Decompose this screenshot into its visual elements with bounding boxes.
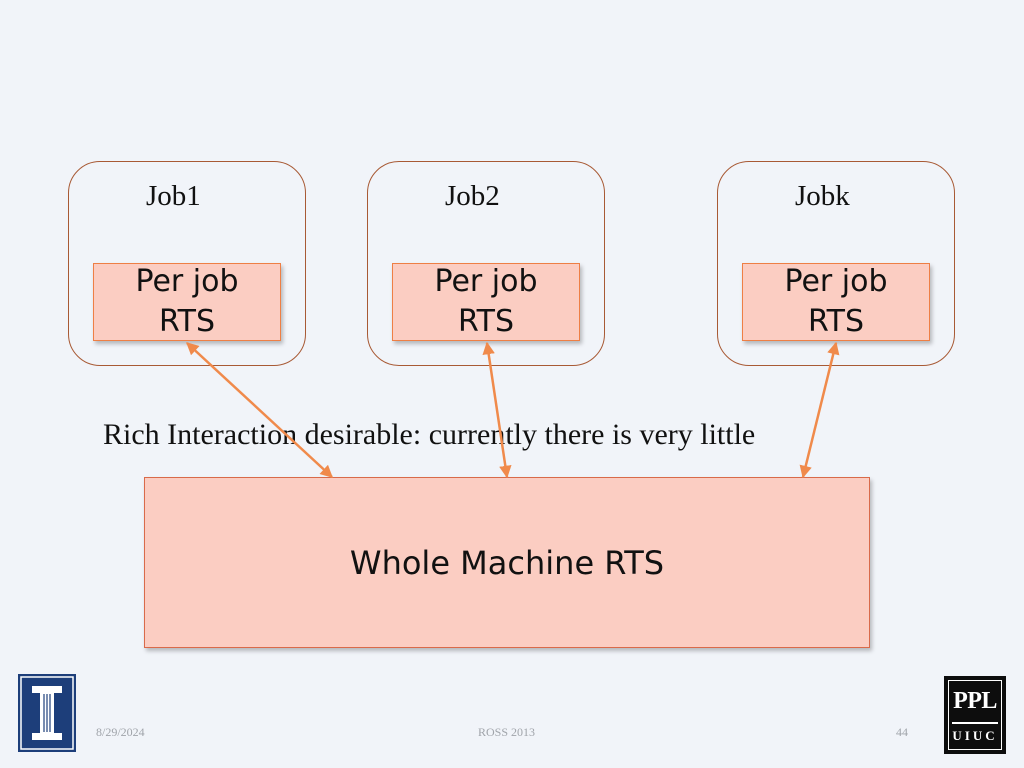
interaction-caption: Rich Interaction desirable: currently th… [103, 418, 756, 451]
rts-label-line1: Per job [784, 264, 888, 299]
per-job-rts-box-1: Per job RTS [93, 263, 281, 341]
ppl-logo-text: PPL [953, 688, 997, 714]
per-job-rts-box-2: Per job RTS [392, 263, 580, 341]
job-title-k: Jobk [795, 180, 850, 212]
rts-label-line1: Per job [135, 264, 239, 299]
footer-event: ROSS 2013 [478, 725, 536, 739]
per-job-rts-box-k: Per job RTS [742, 263, 930, 341]
ppl-logo-divider [952, 722, 998, 724]
footer-page-number: 44 [896, 725, 908, 739]
machine-label: Whole Machine RTS [349, 543, 665, 582]
footer-date: 8/29/2024 [96, 725, 145, 739]
uiuc-logo-text: UIUC [952, 728, 998, 743]
rts-label-line2: RTS [158, 304, 216, 339]
illinois-column-icon [18, 674, 76, 752]
job-title-2: Job2 [445, 180, 500, 212]
ppl-uiuc-logo: PPL UIUC [944, 676, 1006, 754]
job-title-1: Job1 [146, 180, 201, 212]
whole-machine-rts-box: Whole Machine RTS [144, 477, 870, 648]
rts-label-line1: Per job [434, 264, 538, 299]
rts-label-line2: RTS [807, 304, 865, 339]
rts-label-line2: RTS [457, 304, 515, 339]
